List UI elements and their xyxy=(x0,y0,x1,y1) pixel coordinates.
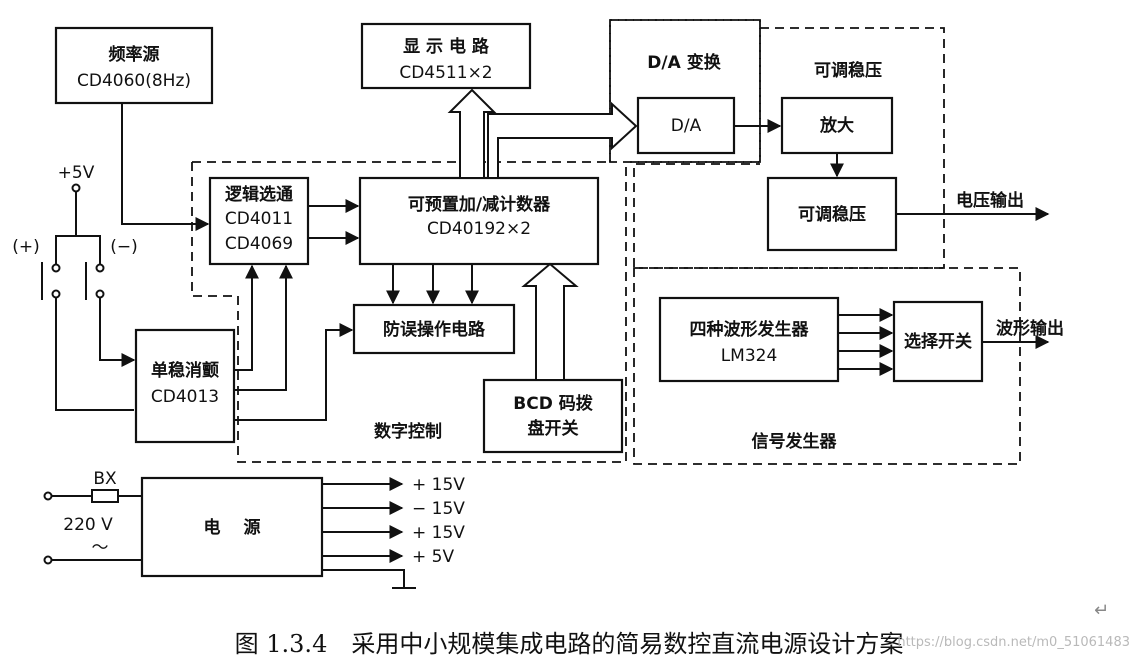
mains-input xyxy=(43,489,142,565)
minus-button-label: (−) xyxy=(110,237,138,257)
ground-symbol xyxy=(322,569,416,589)
rail-label-4: + 5V xyxy=(412,547,454,567)
fuse xyxy=(91,489,119,503)
voltage-output-label: 电压输出 xyxy=(956,190,1024,211)
figure-caption: 图 1.3.4 采用中小规模集成电路的简易数控直流电源设计方案 xyxy=(234,630,904,658)
display-title: 显 示 电 路 xyxy=(403,36,490,57)
amplifier-title: 放大 xyxy=(819,115,854,136)
block-anti-misop xyxy=(352,303,516,355)
arrow-counter-to-da xyxy=(487,101,638,179)
monostable-chip: CD4013 xyxy=(151,387,219,407)
arrow-bcd-to-counter xyxy=(521,262,579,381)
fuse-label: BX xyxy=(93,469,117,489)
freq-source-title: 频率源 xyxy=(109,44,160,65)
block-counter xyxy=(358,176,600,266)
block-select-switch xyxy=(892,300,984,383)
freq-source-chip: CD4060(8Hz) xyxy=(77,71,191,91)
wave-output-label: 波形输出 xyxy=(996,318,1064,339)
watermark: https://blog.csdn.net/m0_51061483 xyxy=(897,635,1130,650)
bcd-switch-line1: BCD 码拨 xyxy=(513,393,593,414)
ac-symbol: ～ xyxy=(92,538,109,558)
rail-label-3: + 15V xyxy=(412,523,465,543)
wave-gen-title: 四种波形发生器 xyxy=(690,319,810,340)
logic-select-chip1: CD4011 xyxy=(225,209,293,229)
monostable-title: 单稳消颤 xyxy=(151,360,219,381)
vcc-label: +5V xyxy=(58,163,95,183)
group-label-adj-reg: 可调稳压 xyxy=(814,60,882,81)
wave-gen-chip: LM324 xyxy=(721,346,778,366)
da-convert-group-outline xyxy=(609,19,761,163)
plus-button-label: (+) xyxy=(12,237,40,257)
block-adj-reg xyxy=(766,176,898,252)
bcd-switch-line2: 盘开关 xyxy=(528,418,579,439)
block-freq-source xyxy=(54,26,214,105)
block-monostable xyxy=(134,328,236,444)
group-label-digital-ctrl: 数字控制 xyxy=(374,421,442,442)
wire-freq-to-logic xyxy=(121,103,210,231)
rail-label-2: − 15V xyxy=(412,499,465,519)
return-mark: ↵ xyxy=(1094,600,1110,621)
block-power xyxy=(140,476,324,578)
rail-label-1: + 15V xyxy=(412,475,465,495)
wire-mono-to-logic-2 xyxy=(234,264,293,391)
group-label-signal-gen: 信号发生器 xyxy=(752,431,838,452)
logic-select-title: 逻辑选通 xyxy=(225,184,293,205)
block-wave-gen xyxy=(658,296,840,383)
counter-title: 可预置加/减计数器 xyxy=(408,194,551,215)
signal-gen-group-outline xyxy=(633,267,1021,465)
group-label-da-convert: D/A 变换 xyxy=(647,52,721,73)
counter-chip: CD40192×2 xyxy=(427,219,531,239)
select-switch-title: 选择开关 xyxy=(904,331,972,352)
block-bcd-switch xyxy=(482,378,624,454)
pushbutton-switches xyxy=(41,183,134,411)
mains-label: 220 V xyxy=(63,515,113,535)
wire-mono-to-antimisop xyxy=(234,323,354,421)
block-display xyxy=(360,22,532,90)
da-title: D/A xyxy=(671,116,702,136)
power-title: 电 源 xyxy=(204,517,261,538)
block-da xyxy=(636,96,736,155)
display-chip: CD4511×2 xyxy=(399,63,492,83)
logic-select-chip2: CD4069 xyxy=(225,234,293,254)
anti-misop-title: 防误操作电路 xyxy=(383,319,486,340)
arrow-counter-to-display xyxy=(447,88,497,179)
wire-mono-to-logic-1 xyxy=(234,264,259,371)
adj-reg-title: 可调稳压 xyxy=(798,204,866,225)
block-logic-select xyxy=(208,176,310,266)
